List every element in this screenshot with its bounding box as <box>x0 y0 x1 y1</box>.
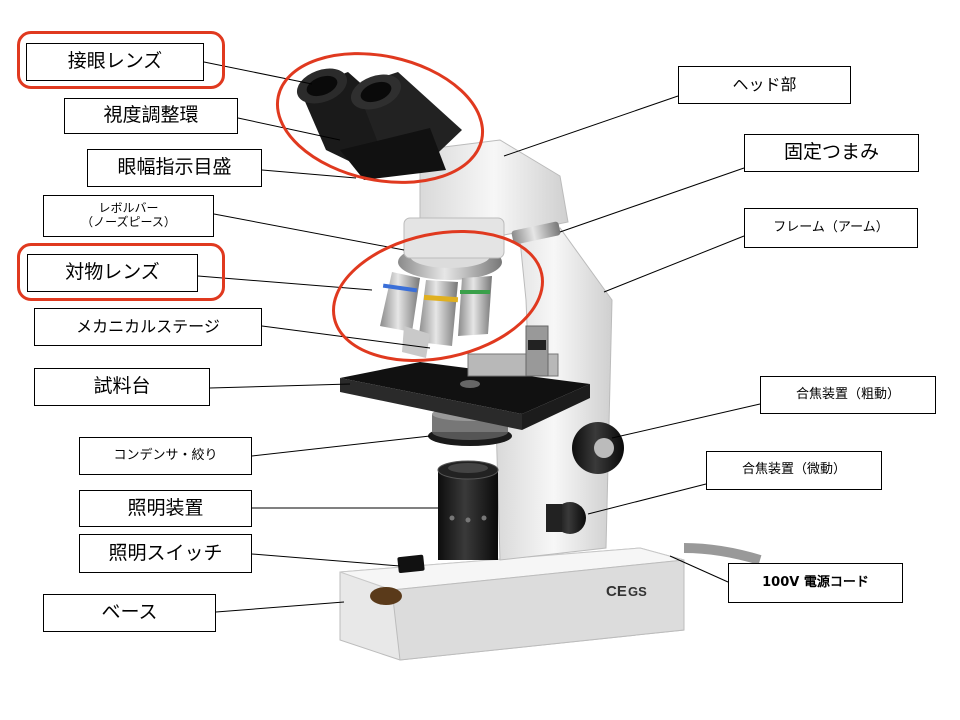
fine-focus-knob <box>546 502 586 534</box>
leader-arm <box>603 235 745 293</box>
leader-cord <box>669 555 729 583</box>
leader-objective <box>197 275 373 291</box>
label-stage: 試料台 <box>34 368 210 406</box>
stage-shape <box>340 362 590 430</box>
ce-mark-icon: CE <box>606 583 627 600</box>
microscope-base: CE GS <box>339 547 685 661</box>
label-illuminator: 照明装置 <box>79 490 252 527</box>
leader-head <box>503 95 679 157</box>
leader-coarse <box>611 403 761 439</box>
label-eyepiece: 接眼レンズ <box>26 43 204 81</box>
eyepiece-label-highlight <box>17 31 225 89</box>
label-lock-knob: 固定つまみ <box>744 134 919 172</box>
microscope-head <box>403 139 569 259</box>
label-ipd-scale: 眼幅指示目盛 <box>87 149 262 187</box>
label-revolver: レボルバー （ノーズピース） <box>43 195 214 237</box>
label-revolver-line2: （ノーズピース） <box>81 215 176 229</box>
gs-mark-icon: GS <box>628 584 647 599</box>
objective-label-highlight <box>17 243 225 301</box>
label-revolver-line1: レボルバー <box>98 201 159 216</box>
label-coarse-focus: 合焦装置（粗動） <box>760 376 936 414</box>
leader-condenser <box>251 435 431 457</box>
mechanical-stage-shape <box>467 325 559 377</box>
leader-stage <box>209 383 351 389</box>
leader-switch <box>251 553 401 567</box>
label-condenser: コンデンサ・絞り <box>79 437 252 475</box>
label-base: ベース <box>43 594 216 632</box>
label-objective: 対物レンズ <box>27 254 198 292</box>
label-light-switch: 照明スイッチ <box>79 534 252 573</box>
leader-ipd <box>261 169 357 179</box>
power-cord-shape <box>683 543 762 565</box>
leader-fine <box>587 483 707 515</box>
label-arm: フレーム（アーム） <box>744 208 918 248</box>
objective-highlight-ellipse <box>332 229 544 363</box>
coarse-focus-knob <box>572 422 624 474</box>
label-fine-focus: 合焦装置（微動） <box>706 451 882 490</box>
leader-lines <box>197 61 761 613</box>
lock-knob-shape <box>511 221 561 245</box>
power-switch-shape <box>397 554 425 574</box>
leader-diopter <box>237 117 341 141</box>
leader-base <box>215 601 345 613</box>
objective-lenses-shape <box>380 272 492 358</box>
eyepieces-shape <box>296 68 462 180</box>
leader-lock <box>559 167 745 233</box>
eyepiece-highlight-ellipse <box>275 52 485 184</box>
label-power-cord: 100V 電源コード <box>728 563 903 603</box>
brand-logo-icon <box>370 587 402 605</box>
label-mechanical-stage: メカニカルステージ <box>34 308 262 346</box>
label-head: ヘッド部 <box>678 66 851 104</box>
illuminator-shape <box>437 460 499 560</box>
label-diopter-ring: 視度調整環 <box>64 98 238 134</box>
leader-revolver <box>213 213 405 251</box>
